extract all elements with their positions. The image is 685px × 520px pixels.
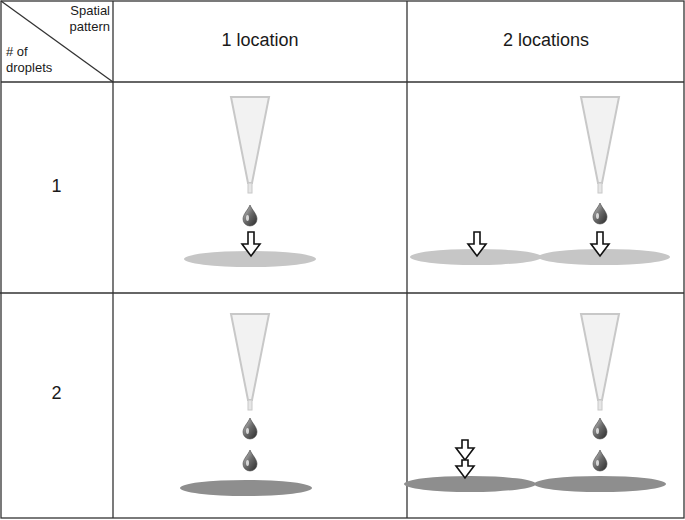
row-header: 1 bbox=[0, 176, 113, 198]
column-header: 1 location bbox=[113, 30, 407, 52]
header-corner-label: # of droplets bbox=[6, 44, 68, 75]
header-corner-label: Spatial pattern bbox=[36, 3, 110, 34]
cell-one-drop-two-locations bbox=[410, 97, 670, 265]
row-header: 2 bbox=[0, 383, 113, 405]
cell-one-drop-one-location bbox=[184, 97, 316, 267]
cell-two-drops-two-locations bbox=[404, 314, 666, 492]
cell-two-drops-one-location bbox=[180, 314, 312, 496]
column-header: 2 locations bbox=[407, 30, 685, 52]
